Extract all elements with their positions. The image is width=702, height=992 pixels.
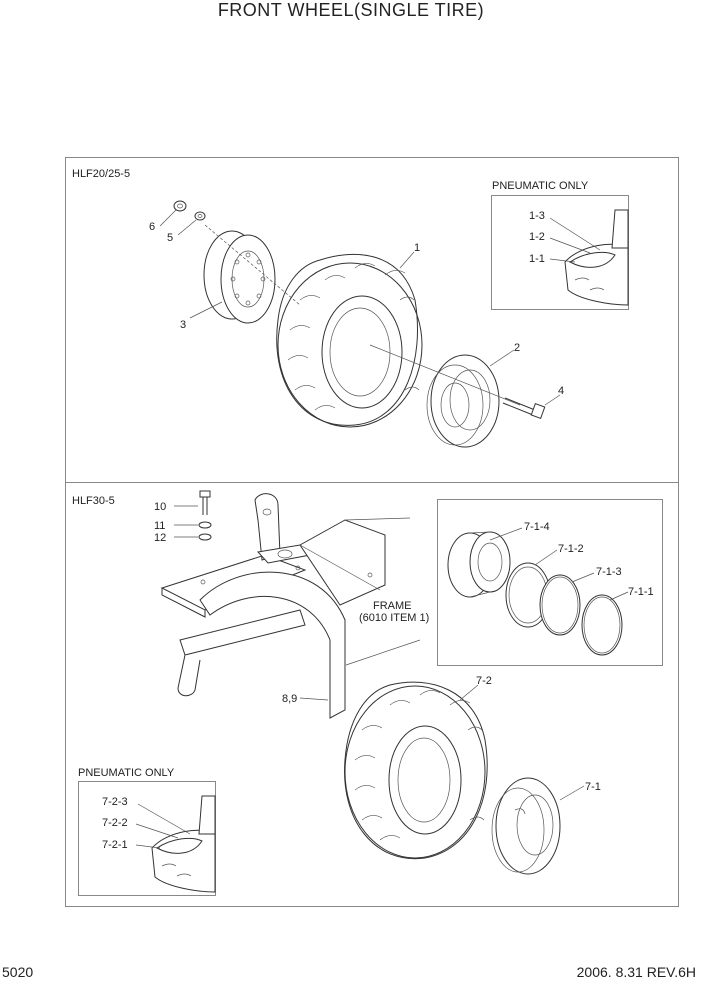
- label-part-5: 5: [167, 232, 173, 244]
- label-inset-7-2-3: 7-2-3: [102, 796, 128, 808]
- label-inset-1-3: 1-3: [529, 210, 545, 222]
- inset-box-rim: [437, 499, 663, 666]
- inset-tire-section-bottom: [151, 795, 216, 893]
- label-rim-7-1-2: 7-1-2: [558, 543, 584, 555]
- washer-part-11: [198, 521, 212, 529]
- ring-part-7-1-1: [581, 594, 623, 656]
- label-part-11: 11: [154, 520, 165, 532]
- label-inset-7-2-1: 7-2-1: [102, 839, 128, 851]
- ring-part-7-1-3: [539, 574, 581, 636]
- section-divider: [65, 482, 679, 483]
- outer-rim-part-2: [426, 354, 500, 448]
- label-part-7-1: 7-1: [585, 781, 601, 793]
- rim-part-7-1-4: [447, 531, 511, 598]
- label-part-12: 12: [154, 532, 166, 544]
- model-label-top: HLF20/25-5: [72, 168, 131, 180]
- tire-part-1: [276, 253, 423, 428]
- label-part-2: 2: [514, 342, 520, 354]
- label-rim-7-1-4: 7-1-4: [524, 521, 550, 533]
- rim-part-7-1: [491, 777, 561, 875]
- label-rim-7-1-3: 7-1-3: [596, 566, 622, 578]
- frame-label: FRAME: [373, 600, 412, 612]
- inset-title-bottom: PNEUMATIC ONLY: [78, 767, 175, 779]
- label-part-8-9: 8,9: [282, 693, 297, 705]
- washer-part-12: [198, 533, 212, 541]
- washer-part-5: [194, 211, 206, 221]
- label-part-1: 1: [414, 242, 420, 254]
- label-inset-1-2: 1-2: [529, 231, 545, 243]
- inset-tire-section-top: [564, 209, 629, 306]
- page-title: FRONT WHEEL(SINGLE TIRE): [217, 0, 485, 20]
- label-part-10: 10: [154, 501, 166, 513]
- revision-label: 2006. 8.31 REV.6H: [576, 964, 696, 980]
- label-part-4: 4: [558, 385, 564, 397]
- label-part-3: 3: [180, 319, 186, 331]
- model-label-bottom: HLF30-5: [72, 495, 115, 507]
- frame-ref-label: (6010 ITEM 1): [359, 612, 429, 624]
- label-part-7-2: 7-2: [476, 675, 492, 687]
- bolt-part-4: [502, 397, 546, 419]
- label-inset-7-2-2: 7-2-2: [102, 817, 128, 829]
- page-number: 5020: [2, 964, 34, 980]
- fender-bracket-part-8-9: [160, 493, 411, 719]
- label-inset-1-1: 1-1: [529, 253, 545, 265]
- label-rim-7-1-1: 7-1-1: [628, 586, 654, 598]
- inset-title-top: PNEUMATIC ONLY: [492, 180, 589, 192]
- diagram-frame: [65, 157, 679, 907]
- tire-part-7-2: [344, 681, 488, 860]
- nut-part-6: [173, 200, 187, 212]
- bolt-part-10: [199, 490, 211, 515]
- label-part-6: 6: [149, 221, 155, 233]
- inner-rim-part-3: [203, 230, 276, 324]
